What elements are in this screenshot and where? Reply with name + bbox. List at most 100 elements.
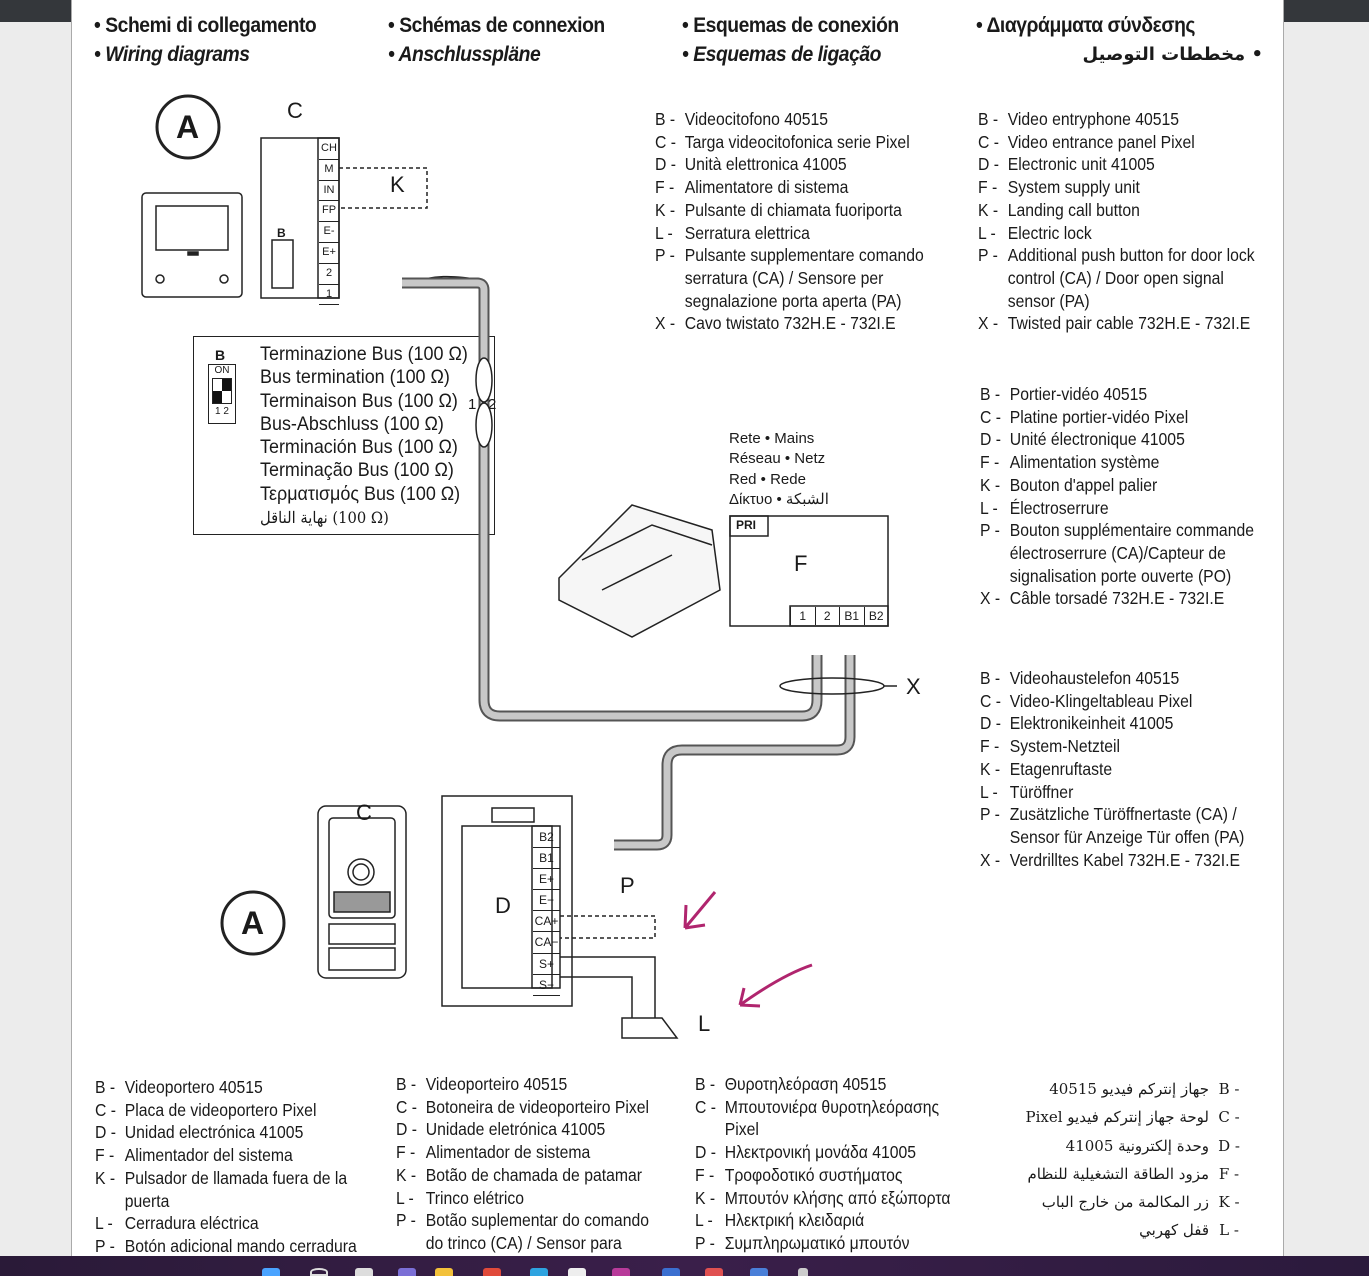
legend-item: K -Μπουτόν κλήσης από εξώπορτα [695,1187,951,1210]
label-d: D [495,893,511,918]
app-icon-2[interactable] [705,1268,723,1276]
legend-text: serratura (CA) / Sensore per [684,267,884,288]
legend-key: X - [655,313,676,334]
legend-item: C -Platine portier-vidéo Pixel [980,406,1254,429]
taskbar [0,1256,1369,1276]
legend-text: Targa videocitofonica serie Pixel [684,131,910,152]
app-icon-4[interactable] [798,1268,808,1276]
legend-key: F - [396,1142,416,1163]
legend-item: K -Botão de chamada de patamar [396,1164,649,1187]
legend-key: - D [1218,1136,1240,1155]
legend-key: L - [396,1187,414,1208]
legend-text: لوحة جهاز إنتركم فيديو Pixel [1025,1108,1209,1127]
legend-text: Botón adicional mando cerradura [124,1235,357,1256]
terminal: E− [533,890,560,912]
legend-text: Videoportero 40515 [124,1077,263,1097]
legend-text: Unité électronique 41005 [1009,429,1185,450]
legend-item: P -Zusätzliche Türöffnertaste (CA) / [980,803,1244,826]
legend-item: K -Etagenruftaste [980,758,1244,781]
label-a-bottom: A [241,905,265,941]
legend-key: C - [655,131,676,152]
legend-text: Alimentatore di sistema [684,177,849,198]
legend-key: X - [980,588,1001,609]
app-icon-3[interactable] [750,1268,768,1276]
legend-text: وحدة إلكترونية 41005 [1065,1136,1209,1155]
legend-item: B -Videoportero 40515 [95,1076,357,1099]
chrome-icon[interactable] [483,1268,501,1276]
legend-text: Câble torsadé 732H.E - 732I.E [1009,588,1225,609]
terminal: B2 [863,607,889,625]
legend-key: L - [980,497,998,518]
legend-text: Unidad electrónica 41005 [124,1122,304,1143]
legend-item: sensor (PA) [978,290,1255,313]
legend-item: F -Alimentation système [980,451,1254,474]
bus-termination-text: Terminazione Bus (100 Ω)Bus termination … [260,343,468,528]
legend-text: Alimentation système [1009,452,1160,473]
legend-key: - F [1218,1164,1240,1183]
legend-item: F -Τροφοδοτικό συστήματος [695,1164,951,1187]
legend-text: Videohaustelefon 40515 [1009,668,1180,688]
legend-item: Pixel [695,1118,951,1141]
legend-text: زر المكالمة من خارج الباب [1041,1193,1209,1212]
legend-item: F -Alimentatore di sistema [655,176,924,199]
legend-text: Verdrilltes Kabel 732H.E - 732I.E [1009,849,1240,870]
legend-key: F - [695,1164,715,1185]
legend-key: X - [978,313,999,334]
legend-item: D -Electronic unit 41005 [978,153,1255,176]
legend-item: C - Video entrance panel Pixel [978,131,1255,154]
start-icon[interactable] [262,1268,280,1276]
legend-item: - F مزود الطاقة التشغيلية للنظام [1025,1160,1249,1188]
legend-text: Videocitofono 40515 [684,109,829,129]
pdf-viewer-icon[interactable] [568,1268,586,1276]
legend-key: F - [978,177,998,198]
terminal-icon[interactable] [662,1268,680,1276]
legend-item: F -System-Netzteil [980,735,1244,758]
file-explorer-icon[interactable] [435,1268,453,1276]
legend-key: K - [95,1167,116,1188]
label-p: P [620,873,635,898]
terminal: 1 [319,285,339,306]
legend-text: control (CA) / Door open signal [1007,267,1224,288]
legend-text: Videoporteiro 40515 [425,1074,568,1094]
legend-key: P - [980,520,1000,541]
label-f: F [794,551,808,576]
app-icon[interactable] [612,1268,630,1276]
legend-text: Ηλεκτρονική μονάδα 41005 [724,1142,917,1163]
legend-text: System supply unit [1007,177,1140,198]
annotation-arrows [683,891,813,1008]
legend-text: Portier-vidéo 40515 [1009,384,1148,404]
terminal: M [319,160,339,181]
legend-text: مزود الطاقة التشغيلية للنظام [1027,1164,1209,1183]
legend-text: Platine portier-vidéo Pixel [1009,406,1189,427]
terminal: CA+ [533,911,560,933]
legend-key: C - [978,131,999,152]
search-icon[interactable] [310,1268,328,1276]
legend-item: P -Pulsante supplementare comando [655,244,924,267]
legend-text: Video entrance panel Pixel [1007,131,1195,152]
legend-text: Ηλεκτρική κλειδαριά [724,1210,865,1231]
legend-item: - K زر المكالمة من خارج الباب [1025,1188,1249,1216]
legend-key: L - [695,1210,713,1231]
legend-text: Video-Klingeltableau Pixel [1009,690,1193,711]
legend-text: Bouton supplémentaire commande [1009,520,1254,541]
teams-icon[interactable] [398,1268,416,1276]
header-ar: • مخططات التوصيل [1082,44,1264,65]
label-x: X [906,674,921,699]
legend-text: Cerradura eléctrica [124,1213,259,1234]
legend-item: K -Pulsante di chiamata fuoriporta [655,199,924,222]
dip-switch: ON 1 2 [208,364,236,424]
legend-key: - B [1218,1080,1240,1098]
task-view-icon[interactable] [355,1268,373,1276]
edge-icon[interactable] [530,1268,548,1276]
legend-item: D -Unità elettronica 41005 [655,153,924,176]
legend-item: K -Landing call button [978,199,1255,222]
header-de: • Anschlusspläne [388,43,541,66]
legend-key: - K [1218,1193,1240,1212]
legend-key: P - [396,1210,416,1231]
legend-text: Pulsante di chiamata fuoriporta [684,199,902,220]
legend-item: D -Elektronikeinheit 41005 [980,712,1244,735]
legend-key: P - [980,804,1000,825]
